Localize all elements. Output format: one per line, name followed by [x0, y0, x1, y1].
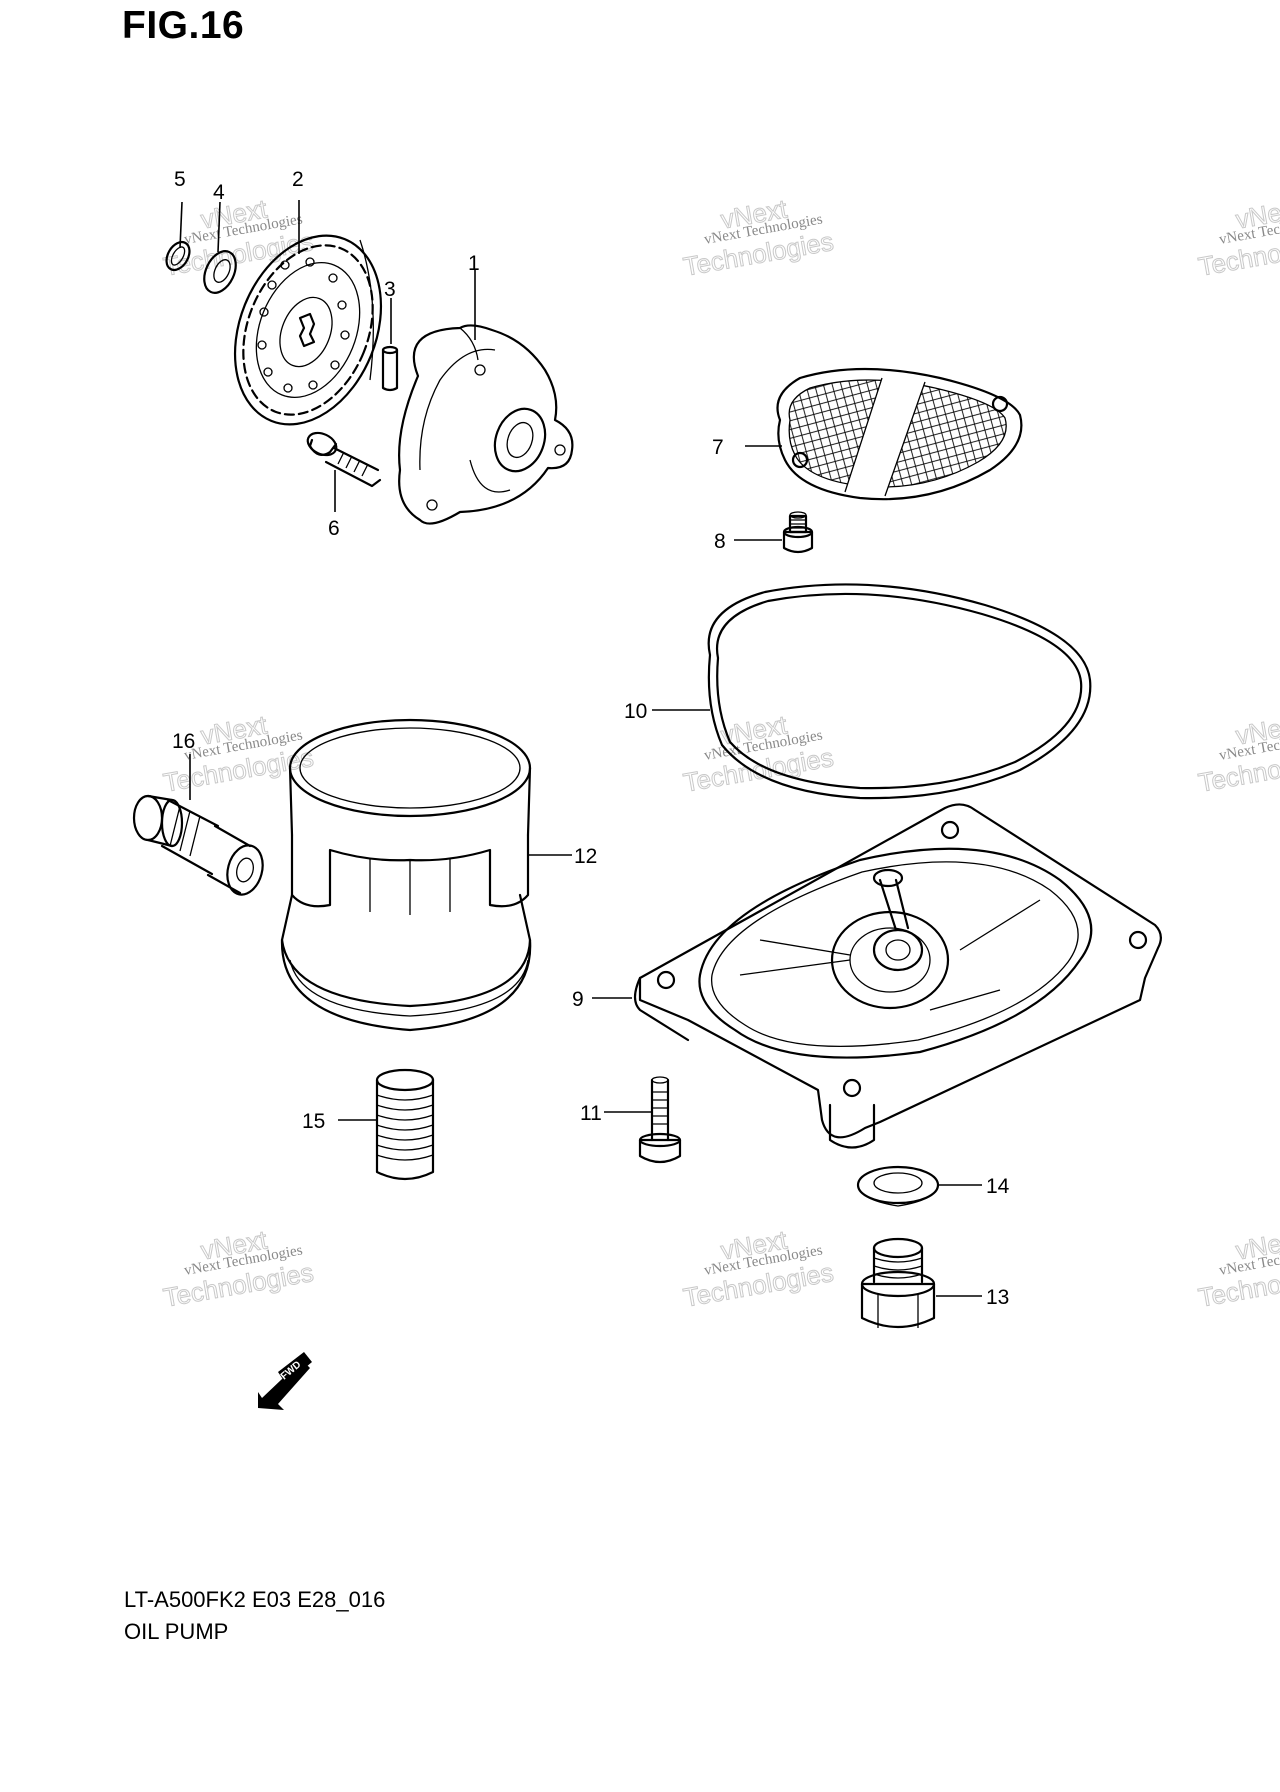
leader-lines: [179, 200, 982, 1297]
callout-4: 4: [213, 181, 225, 204]
callout-1: 1: [468, 252, 480, 275]
callout-7: 7: [712, 436, 724, 459]
callout-16: 16: [172, 730, 195, 753]
part-16-oil-pressure-switch[interactable]: [132, 794, 268, 899]
part-8-bolt[interactable]: [782, 511, 814, 554]
callout-10: 10: [624, 700, 647, 723]
model-code: LT-A500FK2 E03 E28_016: [124, 1587, 386, 1612]
part-3-pin[interactable]: [381, 345, 399, 392]
part-13-drain-plug[interactable]: [860, 1237, 936, 1328]
part-15-union-bolt[interactable]: [375, 1068, 435, 1181]
part-7-strainer[interactable]: [776, 367, 1023, 501]
part-5-circlip[interactable]: [162, 238, 194, 274]
callout-13: 13: [986, 1286, 1009, 1309]
callout-14: 14: [986, 1175, 1010, 1198]
part-2-driven-gear[interactable]: [208, 214, 408, 447]
figure-title: FIG.16: [122, 4, 245, 47]
part-11-bolt[interactable]: [638, 1076, 682, 1164]
part-14-gasket[interactable]: [856, 1165, 940, 1207]
section-name: OIL PUMP: [124, 1619, 229, 1644]
callout-labels: 5 4 2 3 1 6 7 8 10 16 12 9 11 15 14 13: [172, 168, 1010, 1309]
callout-11: 11: [580, 1102, 602, 1125]
callout-6: 6: [328, 517, 340, 540]
callout-2: 2: [292, 168, 304, 191]
callout-15: 15: [302, 1110, 325, 1133]
forward-direction-arrow: FWD: [258, 1352, 312, 1410]
part-4-washer[interactable]: [198, 246, 242, 298]
part-9-oil-pan[interactable]: [633, 803, 1162, 1149]
part-6-screw[interactable]: [304, 429, 382, 488]
watermark-group: vNext vNext Technologies Technologies vN…: [161, 193, 1280, 1313]
callout-12: 12: [574, 845, 597, 868]
part-10-gasket[interactable]: [707, 583, 1092, 800]
callout-3: 3: [384, 278, 396, 301]
callout-5: 5: [174, 168, 186, 191]
callout-8: 8: [714, 530, 726, 553]
part-12-oil-filter[interactable]: [280, 718, 532, 1032]
part-1-oil-pump[interactable]: [398, 324, 574, 525]
callout-9: 9: [572, 988, 584, 1011]
